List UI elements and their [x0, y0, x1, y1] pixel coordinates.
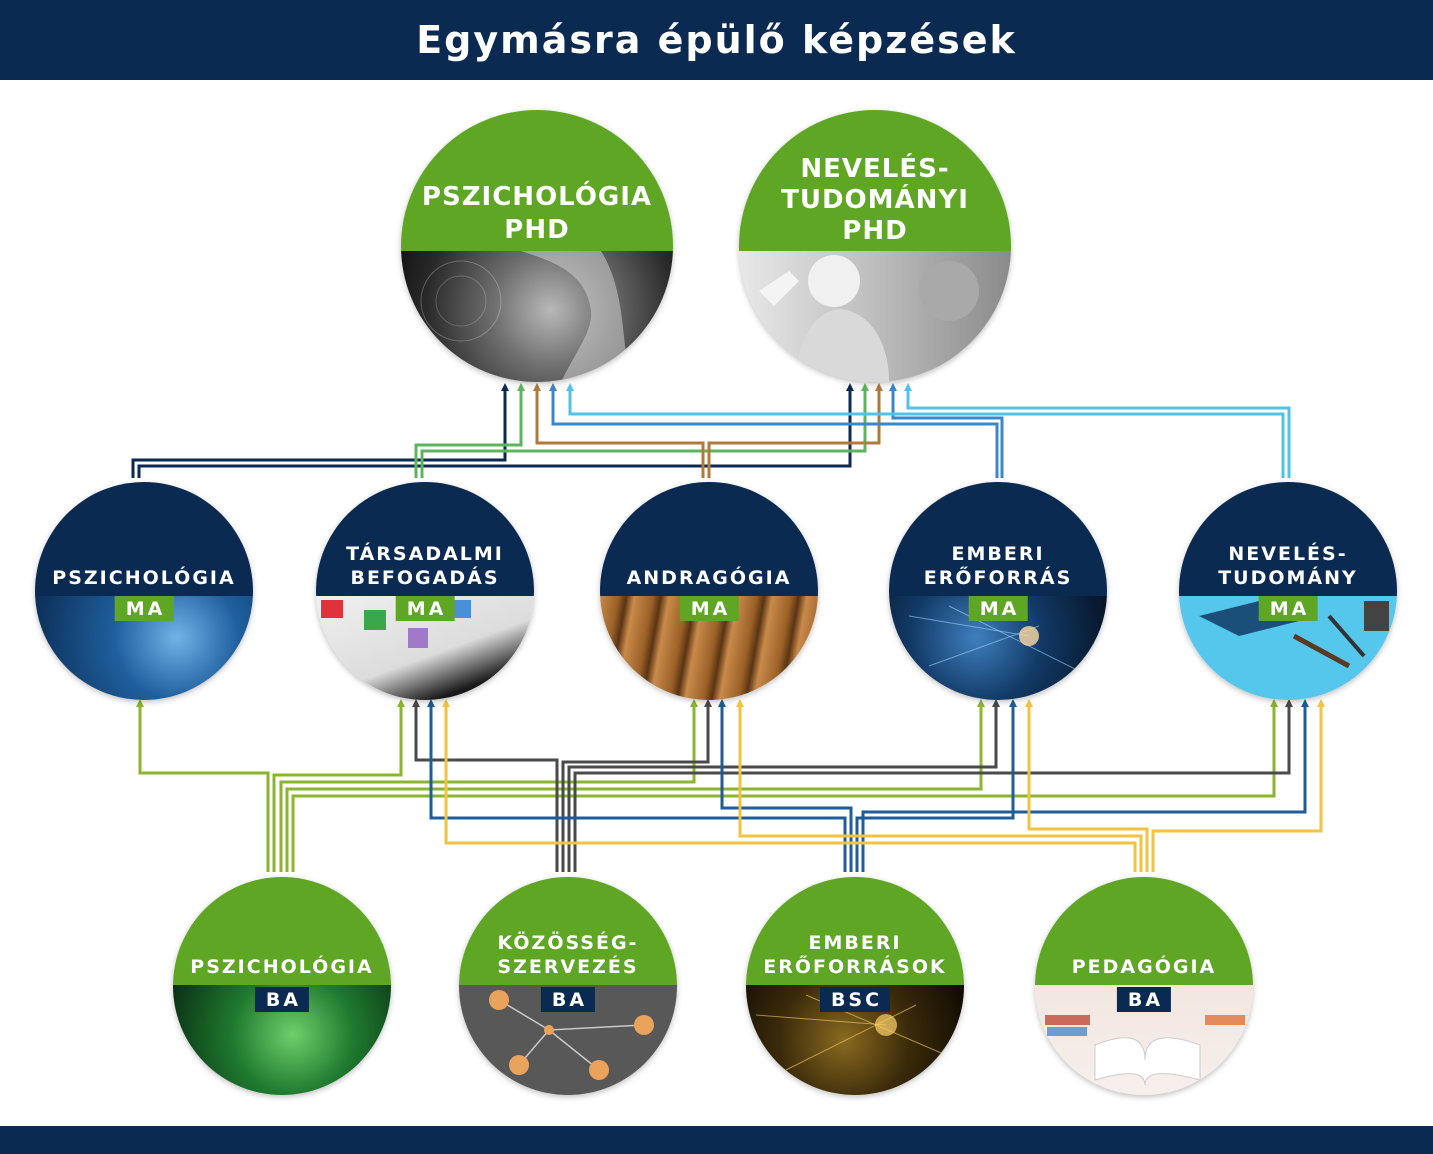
ba-node-pedagogy[interactable]: PEDAGÓGIA BA	[1035, 877, 1253, 1095]
child-classroom-icon	[739, 251, 1011, 382]
ma-badge: MA	[1258, 596, 1318, 621]
ma-node-human-resources[interactable]: EMBERI ERŐFORRÁS MA	[889, 482, 1107, 700]
node-title: PSZICHOLÓGIA PHD	[421, 182, 653, 245]
ma-badge: MA	[395, 596, 455, 621]
node-title: EMBERI ERŐFORRÁSOK	[763, 932, 947, 978]
node-title: NEVELÉS- TUDOMÁNY	[1218, 543, 1358, 589]
phd-node-education[interactable]: NEVELÉS- TUDOMÁNYI PHD	[739, 110, 1011, 382]
phd-node-psychology[interactable]: PSZICHOLÓGIA PHD	[401, 110, 673, 382]
ba-badge: BA	[1116, 987, 1172, 1012]
ba-badge: BA	[540, 987, 596, 1012]
ba-badge: BA	[254, 987, 310, 1012]
node-title: KÖZÖSSÉG- SZERVEZÉS	[497, 932, 639, 978]
footer-bar	[0, 1126, 1433, 1154]
ma-node-psychology[interactable]: PSZICHOLÓGIA MA	[35, 482, 253, 700]
node-title: EMBERI ERŐFORRÁS	[923, 543, 1073, 589]
brain-face-icon	[401, 251, 673, 382]
ma-node-social-inclusion[interactable]: TÁRSADALMI BEFOGADÁS MA	[316, 482, 534, 700]
ma-badge: MA	[679, 596, 739, 621]
ma-node-education-science[interactable]: NEVELÉS- TUDOMÁNY MA	[1179, 482, 1397, 700]
node-title: NEVELÉS- TUDOMÁNYI PHD	[781, 154, 969, 246]
ma-node-andragogy[interactable]: ANDRAGÓGIA MA	[600, 482, 818, 700]
ma-badge: MA	[114, 596, 174, 621]
page-title: Egymásra épülő képzések	[416, 18, 1017, 62]
node-title: ANDRAGÓGIA	[626, 567, 792, 589]
ba-node-psychology[interactable]: PSZICHOLÓGIA BA	[173, 877, 391, 1095]
ba-node-human-resources[interactable]: EMBERI ERŐFORRÁSOK BSC	[746, 877, 964, 1095]
node-title: PSZICHOLÓGIA	[190, 956, 374, 978]
ba-node-community-organization[interactable]: KÖZÖSSÉG- SZERVEZÉS BA	[459, 877, 677, 1095]
ma-badge: MA	[968, 596, 1028, 621]
bsc-badge: BSC	[819, 987, 891, 1012]
node-title: PSZICHOLÓGIA	[52, 567, 236, 589]
node-title: PEDAGÓGIA	[1071, 956, 1217, 978]
header-bar: Egymásra épülő képzések	[0, 0, 1433, 80]
node-title: TÁRSADALMI BEFOGADÁS	[346, 543, 504, 589]
